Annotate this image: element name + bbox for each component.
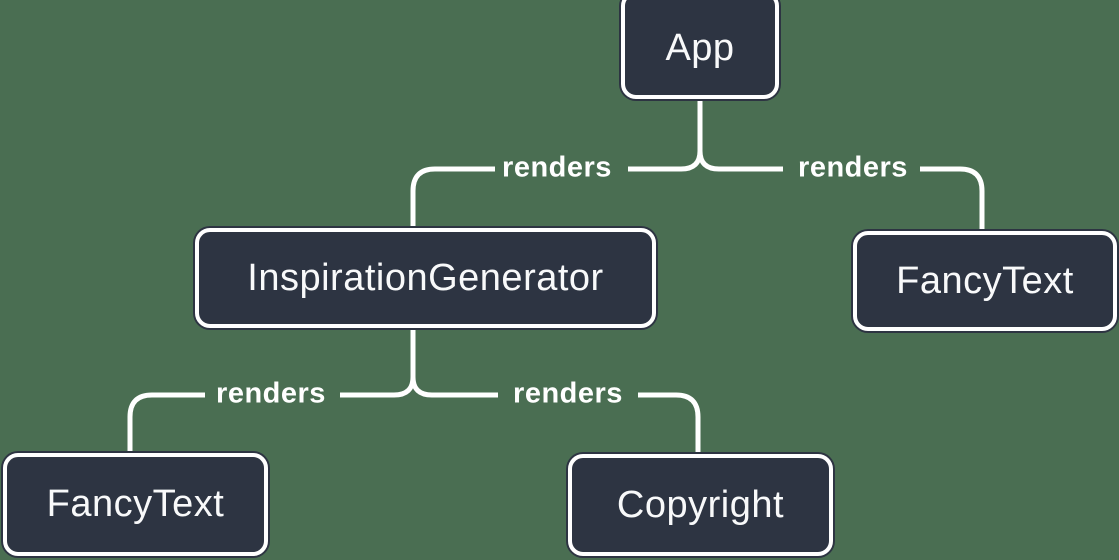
edge-app-inspirationgenerator-right-segment [628, 99, 703, 172]
edge-inspirationgenerator-fancytext-right-segment [340, 328, 416, 398]
edge-label-renders-inspirationgenerator-fancytext: renders [216, 377, 326, 410]
edge-label-renders-inspirationgenerator-copyright: renders [513, 377, 623, 410]
edge-app-fancytext-right-segment [920, 166, 985, 231]
node-inspiration-generator: InspirationGenerator [195, 228, 656, 328]
edge-inspirationgenerator-fancytext-left-segment [127, 392, 205, 453]
edge-inspirationgenerator-copyright-left-segment [410, 328, 498, 398]
node-fancy-text-bottom-label: FancyText [46, 483, 225, 525]
edge-label-renders-app-inspirationgenerator: renders [502, 151, 612, 184]
node-copyright: Copyright [568, 454, 833, 556]
node-app: App [621, 0, 779, 99]
edge-inspirationgenerator-copyright-right-segment [638, 392, 701, 454]
node-fancy-text-top: FancyText [853, 231, 1117, 331]
edge-label-renders-app-fancytext: renders [798, 151, 908, 184]
node-fancy-text-bottom: FancyText [3, 453, 268, 556]
node-inspiration-generator-label: InspirationGenerator [247, 256, 604, 299]
edge-app-inspirationgenerator-left-segment [410, 166, 495, 228]
edge-app-fancytext-left-segment [697, 99, 783, 172]
node-copyright-label: Copyright [616, 483, 785, 526]
node-fancy-text-top-label: FancyText [896, 259, 1074, 302]
node-app-label: App [665, 27, 735, 69]
